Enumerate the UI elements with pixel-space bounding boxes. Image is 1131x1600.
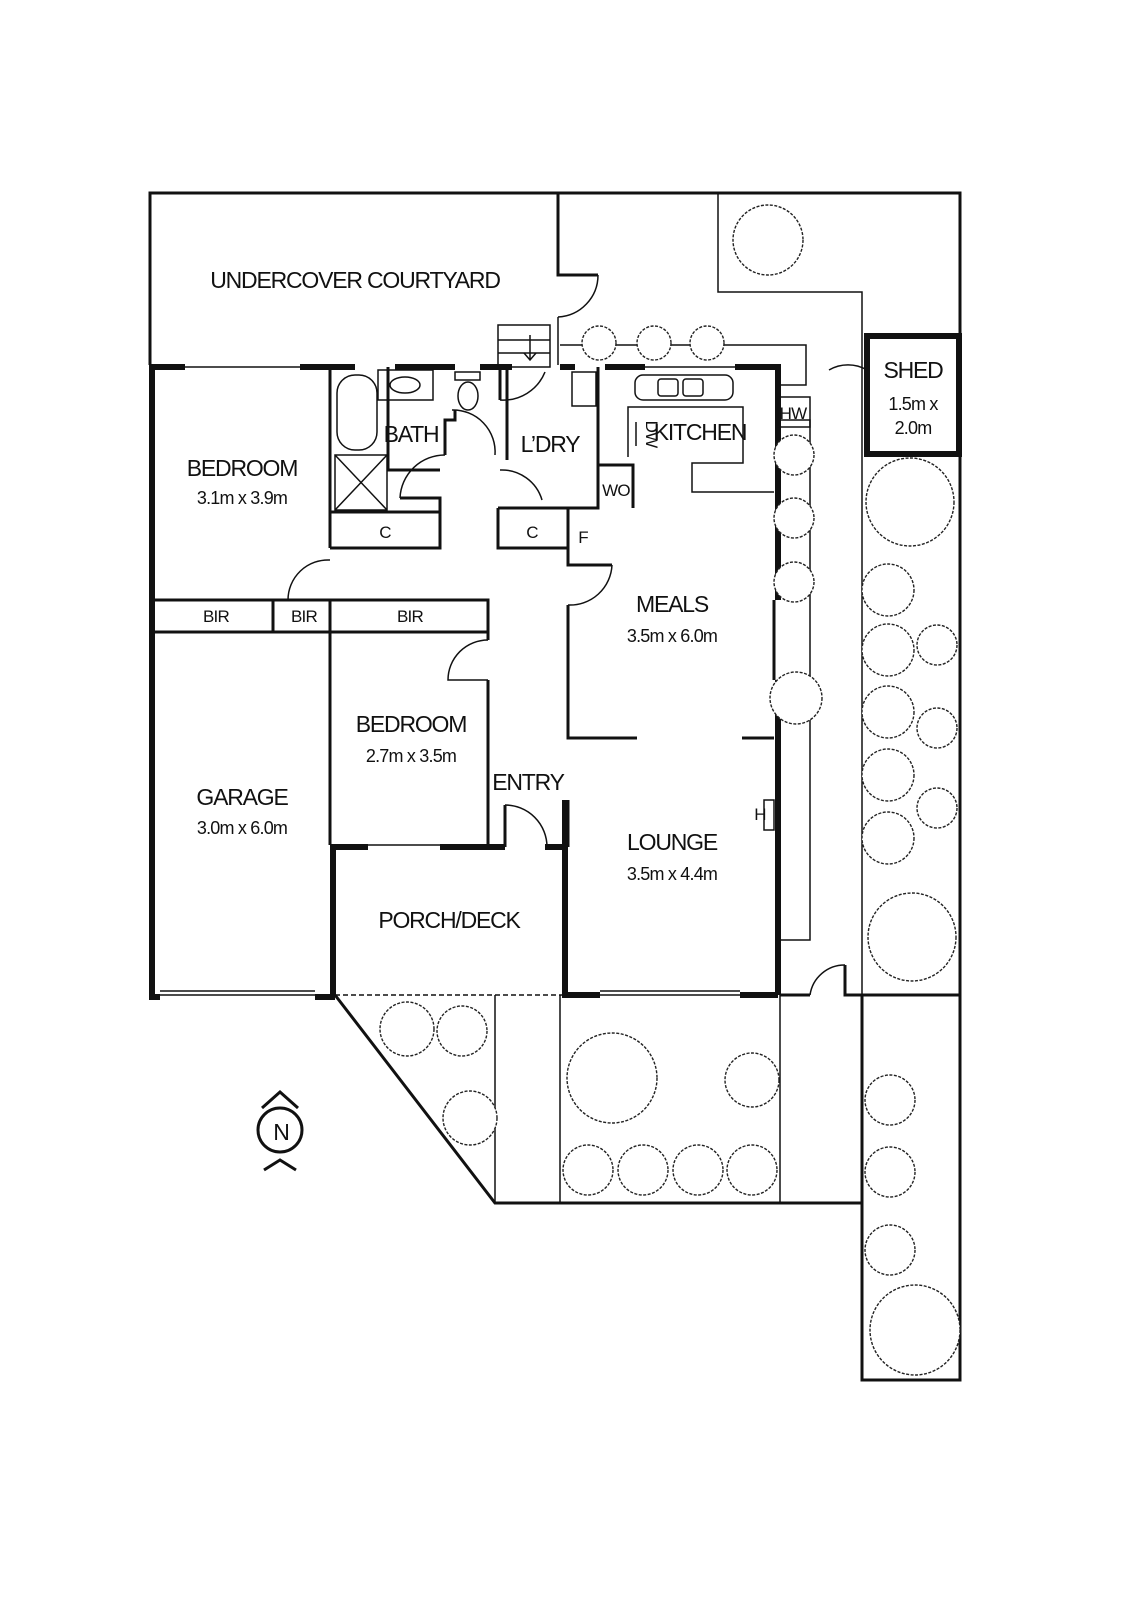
tree-icon: [861, 623, 915, 677]
wall-oven-label: WO: [602, 481, 630, 500]
lounge-label: LOUNGE: [627, 829, 718, 855]
tree-icon: [442, 1090, 498, 1146]
shed-outline: [864, 333, 962, 457]
tree-icon: [865, 457, 955, 547]
tree-icon: [581, 325, 617, 361]
tree-icon: [864, 1074, 916, 1126]
laundry-label: L’DRY: [521, 431, 581, 457]
laundry-steps: [497, 324, 551, 368]
tree-icon: [617, 1144, 669, 1196]
porch-label: PORCH/DECK: [378, 907, 521, 933]
tree-icon: [916, 624, 958, 666]
tree-icon: [867, 892, 957, 982]
tree-icon: [864, 1224, 916, 1276]
meals-size: 3.5m x 6.0m: [627, 626, 717, 646]
north-label: N: [273, 1119, 288, 1145]
tree-icon: [672, 1144, 724, 1196]
tree-icon: [724, 1052, 780, 1108]
tree-icon: [379, 1001, 435, 1057]
house-walls: [149, 364, 781, 1000]
tree-icon: [726, 1144, 778, 1196]
heater-label: H: [754, 805, 765, 824]
hot-water-label: HW: [780, 404, 807, 423]
bedroom1-size: 3.1m x 3.9m: [197, 488, 287, 508]
shed-size-2: 2.0m: [895, 418, 932, 438]
tree-icon: [861, 811, 915, 865]
tree-icon: [861, 563, 915, 617]
courtyard-label: UNDERCOVER COURTYARD: [210, 267, 500, 293]
tree-icon: [732, 204, 804, 276]
kitchen-label: KITCHEN: [654, 419, 747, 445]
bath-label: BATH: [384, 421, 439, 447]
fixtures: [334, 369, 811, 831]
bir2-label: BIR: [291, 607, 317, 626]
tree-icon: [689, 325, 725, 361]
tree-icon: [861, 748, 915, 802]
tree-icon: [869, 1284, 961, 1376]
bir1-label: BIR: [203, 607, 229, 626]
garage-size: 3.0m x 6.0m: [197, 818, 287, 838]
property-boundary: [148, 191, 962, 1382]
garden-trees: [379, 204, 961, 1376]
tree-icon: [636, 325, 672, 361]
tree-icon: [436, 1005, 488, 1057]
fridge-label: F: [578, 528, 588, 547]
shed-label: SHED: [883, 357, 943, 383]
tree-icon: [562, 1144, 614, 1196]
bedroom2-size: 2.7m x 3.5m: [366, 746, 456, 766]
tree-icon: [769, 671, 823, 725]
tree-icon: [773, 434, 815, 476]
cupboard1-label: C: [379, 523, 391, 542]
bedroom1-label: BEDROOM: [187, 455, 297, 481]
tree-icon: [864, 1146, 916, 1198]
lounge-size: 3.5m x 4.4m: [627, 864, 717, 884]
bedroom2-label: BEDROOM: [356, 711, 466, 737]
tree-icon: [916, 787, 958, 829]
tree-icon: [773, 497, 815, 539]
entry-label: ENTRY: [492, 769, 564, 795]
tree-icon: [566, 1032, 658, 1124]
tree-icon: [861, 685, 915, 739]
shed-size-1: 1.5m x: [888, 394, 938, 414]
tree-icon: [773, 561, 815, 603]
tree-icon: [916, 707, 958, 749]
dishwasher-label: DW: [642, 421, 661, 448]
cupboard2-label: C: [526, 523, 538, 542]
garage-label: GARAGE: [196, 784, 288, 810]
north-arrow-icon: N: [256, 1089, 304, 1172]
meals-label: MEALS: [636, 591, 709, 617]
bir3-label: BIR: [397, 607, 423, 626]
